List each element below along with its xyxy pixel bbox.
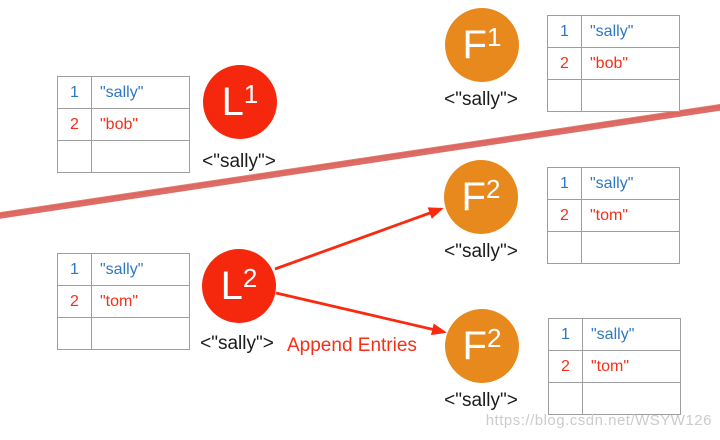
table-row xyxy=(548,382,681,415)
table-key-cell: 2 xyxy=(547,199,582,232)
table-value-cell: "sally" xyxy=(582,318,681,351)
table-value-cell: "sally" xyxy=(581,15,680,48)
node-caption-l1: <"sally"> xyxy=(202,151,276,172)
append-entries-label: Append Entries xyxy=(287,335,417,356)
table-key-cell: 1 xyxy=(57,76,92,109)
table-row: 1 "sally" xyxy=(548,318,681,351)
table-value-cell: "sally" xyxy=(91,76,190,109)
table-key-cell: 1 xyxy=(547,15,582,48)
table-row: 1 "sally" xyxy=(547,167,680,200)
table-row: 1 "sally" xyxy=(57,76,190,109)
node-label: F2 xyxy=(462,323,502,368)
node-caption-f2-upper: <"sally"> xyxy=(444,241,518,262)
node-label: L2 xyxy=(220,263,258,308)
table-value-cell: "tom" xyxy=(582,350,681,383)
node-caption-l2: <"sally"> xyxy=(200,333,274,354)
table-key-cell: 1 xyxy=(57,253,92,286)
table-row: 2 "tom" xyxy=(548,350,681,383)
follower-node-f1: F1 xyxy=(445,8,519,82)
table-row xyxy=(547,79,680,112)
state-table-f1: 1 "sally" 2 "bob" xyxy=(547,15,680,112)
table-key-cell xyxy=(57,317,92,350)
table-value-cell: "sally" xyxy=(91,253,190,286)
table-value-cell: "bob" xyxy=(581,47,680,80)
table-value-cell: "tom" xyxy=(581,199,680,232)
follower-node-f2-upper: F2 xyxy=(444,160,518,234)
table-value-cell: "sally" xyxy=(581,167,680,200)
state-table-l1: 1 "sally" 2 "bob" xyxy=(57,76,190,173)
table-key-cell: 1 xyxy=(548,318,583,351)
table-key-cell: 1 xyxy=(547,167,582,200)
node-caption-f1: <"sally"> xyxy=(444,89,518,110)
table-row xyxy=(57,317,190,350)
table-value-cell xyxy=(581,231,680,264)
table-key-cell: 2 xyxy=(57,108,92,141)
table-value-cell xyxy=(581,79,680,112)
table-row xyxy=(57,140,190,173)
table-value-cell: "bob" xyxy=(91,108,190,141)
node-label: L1 xyxy=(221,79,259,124)
table-value-cell xyxy=(91,140,190,173)
table-key-cell xyxy=(57,140,92,173)
table-row: 1 "sally" xyxy=(547,15,680,48)
table-key-cell: 2 xyxy=(548,350,583,383)
table-key-cell xyxy=(548,382,583,415)
table-value-cell xyxy=(91,317,190,350)
state-table-l2: 1 "sally" 2 "tom" xyxy=(57,253,190,350)
table-row: 2 "tom" xyxy=(547,199,680,232)
table-key-cell xyxy=(547,231,582,264)
leader-node-l2: L2 xyxy=(202,249,276,323)
node-label: F2 xyxy=(461,174,501,219)
table-value-cell xyxy=(582,382,681,415)
table-key-cell: 2 xyxy=(547,47,582,80)
state-table-f2-lower: 1 "sally" 2 "tom" xyxy=(548,318,681,415)
state-table-f2-upper: 1 "sally" 2 "tom" xyxy=(547,167,680,264)
node-label: F1 xyxy=(462,22,502,67)
table-row: 1 "sally" xyxy=(57,253,190,286)
node-caption-f2-lower: <"sally"> xyxy=(444,390,518,411)
append-arrow-lower xyxy=(275,291,447,336)
table-key-cell: 2 xyxy=(57,285,92,318)
table-value-cell: "tom" xyxy=(91,285,190,318)
watermark: https://blog.csdn.net/WSYW126 xyxy=(485,412,712,429)
follower-node-f2-lower: F2 xyxy=(445,309,519,383)
table-row: 2 "bob" xyxy=(547,47,680,80)
leader-node-l1: L1 xyxy=(203,65,277,139)
table-row: 2 "bob" xyxy=(57,108,190,141)
table-row: 2 "tom" xyxy=(57,285,190,318)
table-row xyxy=(547,231,680,264)
table-key-cell xyxy=(547,79,582,112)
